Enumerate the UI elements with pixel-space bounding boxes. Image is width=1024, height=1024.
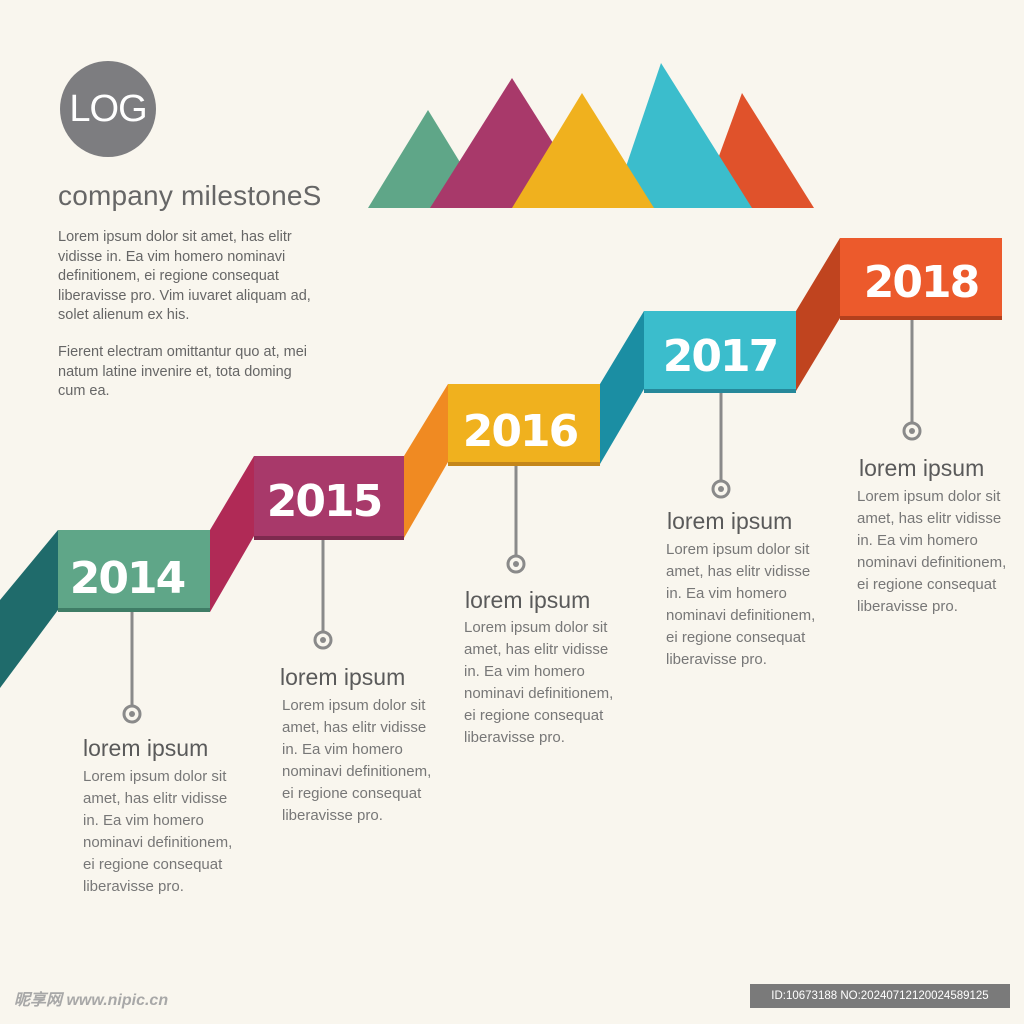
milestone-title-2015: lorem ipsum <box>280 664 406 690</box>
ribbon-link-1 <box>210 456 254 612</box>
pin-dot-2016 <box>506 554 526 574</box>
year-label-2017: 2017 <box>663 331 777 382</box>
milestone-body-2016: Lorem ipsum dolor sit amet, has elitr vi… <box>464 619 614 746</box>
year-label-2018: 2018 <box>864 257 978 308</box>
watermark-id: ID:10673188 NO:20240712120024589125 <box>750 984 1010 1008</box>
milestone-body-2015: Lorem ipsum dolor sit amet, has elitr vi… <box>282 697 432 824</box>
year-label-2014: 2014 <box>70 553 185 604</box>
mountains-decoration <box>368 63 814 208</box>
ribbon-link-4 <box>796 238 840 391</box>
pin-dot-2014 <box>122 704 142 724</box>
milestone-title-2018: lorem ipsum <box>859 455 985 481</box>
milestone-title-2014: lorem ipsum <box>83 735 209 761</box>
year-block-2018 <box>840 238 1002 318</box>
intro-paragraph-2: Fierent electram omittantur quo at, mei … <box>58 344 308 399</box>
mountain-cyan <box>612 63 752 208</box>
milestone-body-2017: Lorem ipsum dolor sit amet, has elitr vi… <box>666 541 816 668</box>
year-block-2017 <box>644 311 796 389</box>
milestone-body-2018: Lorem ipsum dolor sit amet, has elitr vi… <box>857 488 1007 615</box>
ribbon-tail <box>0 530 58 688</box>
staircase-ribbon: 2014 2015 2016 2017 2018 <box>0 238 1002 688</box>
year-label-2016: 2016 <box>463 406 578 457</box>
year-block-2014 <box>58 530 210 608</box>
pin-dot-2018 <box>902 421 922 441</box>
year-label-2015: 2015 <box>267 476 381 527</box>
year-block-2016 <box>448 384 600 462</box>
milestone-title-2016: lorem ipsum <box>465 587 591 613</box>
ribbon-link-2 <box>404 384 448 538</box>
mountain-yellow <box>512 93 654 208</box>
milestone-body-2014: Lorem ipsum dolor sit amet, has elitr vi… <box>83 768 233 895</box>
watermark-site: 昵享网 www.nipic.cn <box>14 992 169 1009</box>
intro-paragraph-1: Lorem ipsum dolor sit amet, has elitr vi… <box>58 229 311 323</box>
ribbon-link-3 <box>600 311 644 464</box>
pin-dot-2015 <box>313 630 333 650</box>
year-block-2015 <box>254 456 404 536</box>
pin-dot-2017 <box>711 479 731 499</box>
connector-pins <box>122 320 922 724</box>
page-title: company milestoneS <box>58 180 322 211</box>
milestone-title-2017: lorem ipsum <box>667 508 793 534</box>
logo-badge: LOG <box>60 61 156 157</box>
